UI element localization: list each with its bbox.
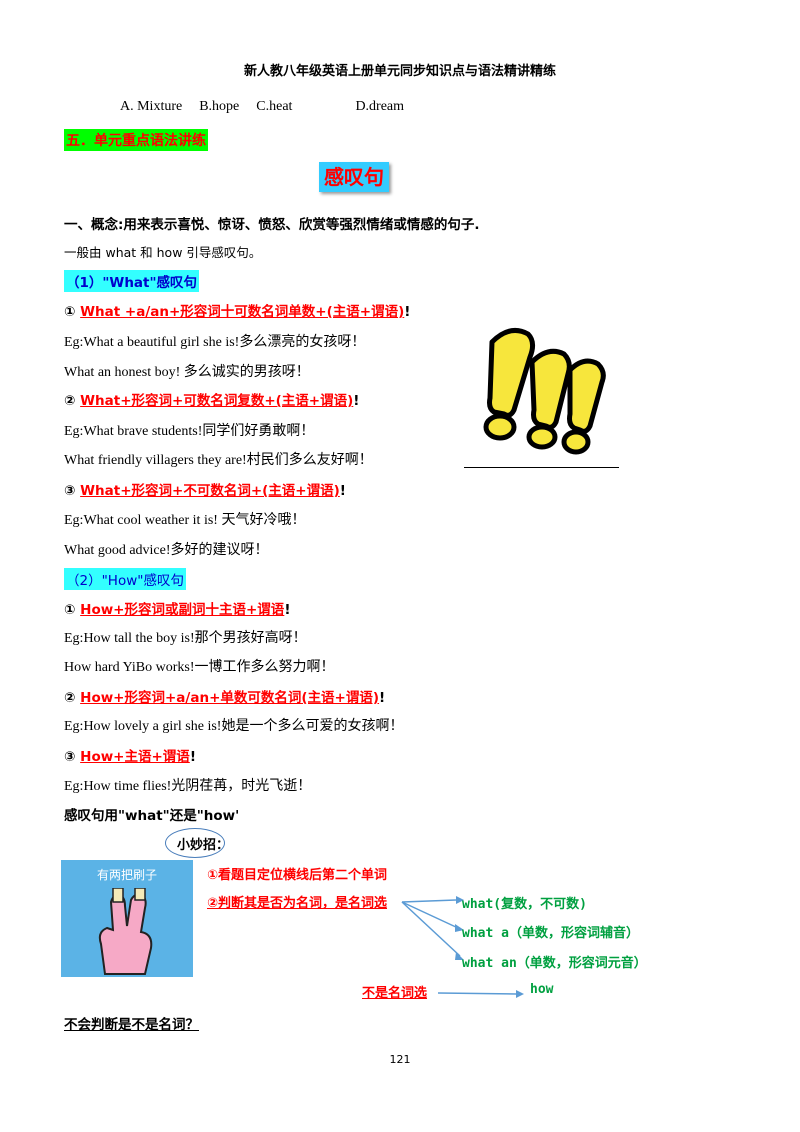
rule-text: How+主语+谓语 <box>80 749 190 765</box>
rule-number: ① <box>64 304 76 320</box>
arrow-right-icon <box>437 990 524 998</box>
rule-text: What+形容词+不可数名词+(主语+谓语) <box>80 483 340 499</box>
how-rule-1: ① How+形容词或副词十主语+谓语! <box>64 602 291 618</box>
rule-text: What +a/an+形容词十可数名词单数+(主语+谓语) <box>80 304 405 320</box>
not-noun-label: 不是名词选 <box>362 986 428 1001</box>
divider-line <box>464 467 619 468</box>
example-line: Eg:How lovely a girl she is!她是一个多么可爱的女孩啊… <box>64 719 404 734</box>
how-section-label: （2）"How"感叹句 <box>64 568 186 590</box>
how-rule-2: ② How+形容词+a/an+单数可数名词(主语+谓语)! <box>64 690 386 706</box>
not-noun-result: how <box>530 982 554 997</box>
hand-icon <box>98 888 153 975</box>
branch-what-an: what an（单数，形容词元音） <box>462 956 647 971</box>
example-line: Eg:What brave students!同学们好勇敢啊！ <box>64 424 315 439</box>
example-line: How hard YiBo works!一博工作多么努力啊！ <box>64 660 335 675</box>
tip-label: 小妙招： <box>177 838 230 853</box>
answer-options: A. Mixture B.hope C.heat D.dream <box>120 99 404 115</box>
topic-title: 感叹句 <box>319 162 389 192</box>
example-line: Eg:What cool weather it is! 天气好冷哦！ <box>64 513 306 528</box>
option-b: B.hope <box>199 99 240 114</box>
rule-text: What+形容词+可数名词复数+(主语+谓语) <box>80 393 354 409</box>
concept-intro: 一般由 what 和 how 引导感叹句。 <box>64 245 262 260</box>
branch-what-plural: what(复数，不可数) <box>462 897 587 912</box>
example-line: Eg:What a beautiful girl she is!多么漂亮的女孩呀… <box>64 335 366 350</box>
tip-circle <box>165 828 225 858</box>
branch-what-a: what a（单数，形容词辅音） <box>462 926 639 941</box>
final-question: 不会判断是不是名词？ <box>64 1017 199 1033</box>
option-d: D.dream <box>355 99 405 114</box>
rule-number: ③ <box>64 483 76 499</box>
rule-number: ② <box>64 690 76 706</box>
how-rule-3: ③ How+主语+谓语! <box>64 749 196 765</box>
concept-definition: 一、概念:用来表示喜悦、惊讶、愤怒、欣赏等强烈情绪或情感的句子. <box>64 217 480 233</box>
example-line: Eg:How tall the boy is!那个男孩好高呀！ <box>64 631 307 646</box>
example-line: What good advice!多好的建议呀！ <box>64 543 269 558</box>
option-c: C.heat <box>256 99 293 114</box>
what-rule-3: ③ What+形容词+不可数名词+(主语+谓语)! <box>64 483 346 499</box>
option-a: A. Mixture <box>120 99 183 114</box>
tip-step-1: ①看题目定位横线后第二个单词 <box>207 868 388 883</box>
example-line: What an honest boy! 多么诚实的男孩呀！ <box>64 365 310 380</box>
page-number: 121 <box>389 1053 411 1066</box>
rule-number: ② <box>64 393 76 409</box>
arrow-branches-icon <box>401 896 464 960</box>
page-header: 新人教八年级英语上册单元同步知识点与语法精讲精练 <box>243 64 556 79</box>
rule-text: How+形容词或副词十主语+谓语 <box>80 602 285 618</box>
rule-number: ① <box>64 602 76 618</box>
pic-caption: 有两把刷子 <box>96 868 157 882</box>
example-line: Eg:How time flies!光阴荏苒，时光飞逝！ <box>64 779 312 794</box>
exclamation-marks-icon <box>483 327 606 455</box>
what-section-label: （1）"What"感叹句 <box>64 270 200 292</box>
hand-picture: 有两把刷子 <box>61 860 193 977</box>
rule-number: ③ <box>64 749 76 765</box>
what-rule-1: ① What +a/an+形容词十可数名词单数+(主语+谓语)! <box>64 304 411 320</box>
rule-text: How+形容词+a/an+单数可数名词(主语+谓语) <box>80 690 380 706</box>
what-rule-2: ② What+形容词+可数名词复数+(主语+谓语)! <box>64 393 360 409</box>
choose-question: 感叹句用"what"还是"how' <box>64 808 240 824</box>
tip-step-2: ②判断其是否为名词，是名词选 <box>207 896 388 911</box>
section-heading: 五．单元重点语法讲练 <box>64 129 208 151</box>
example-line: What friendly villagers they are!村民们多么友好… <box>64 453 373 468</box>
